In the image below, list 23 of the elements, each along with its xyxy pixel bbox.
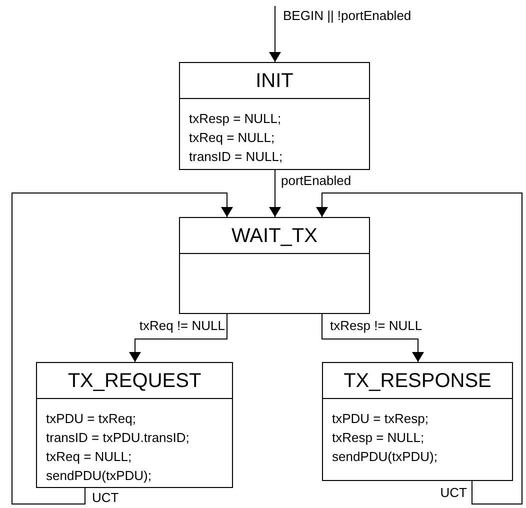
state-actions: txResp = NULL; txReq = NULL; transID = NULL; (188, 110, 284, 166)
arrow (269, 6, 281, 62)
arrow (12, 192, 233, 504)
edge-label: portEnabled (280, 173, 352, 188)
edge-label: txReq != NULL (138, 318, 226, 333)
arrow (269, 170, 281, 218)
edge-label: BEGIN || !portEnabled (282, 8, 412, 23)
state-actions: txPDU = txResp; txResp = NULL; sendPDU(txPDU); (331, 410, 438, 466)
state-name: WAIT_TX (180, 218, 369, 254)
state-box (322, 362, 513, 481)
edge-label: txResp != NULL (329, 318, 424, 333)
state-actions: txPDU = txReq; transID = txPDU.transID; txReq = NULL; sendPDU(txPDU); (45, 410, 190, 485)
state-box (179, 62, 370, 170)
edge-label: UCT (91, 490, 120, 505)
arrow (129, 314, 228, 362)
state-name: TX_RESPONSE (323, 363, 512, 399)
state-box (179, 217, 370, 314)
arrow (316, 192, 522, 504)
arrow (322, 314, 424, 362)
edge-label: UCT (439, 485, 468, 500)
state-name: TX_REQUEST (37, 363, 232, 399)
state-box (36, 362, 233, 488)
state-name: INIT (180, 63, 369, 99)
